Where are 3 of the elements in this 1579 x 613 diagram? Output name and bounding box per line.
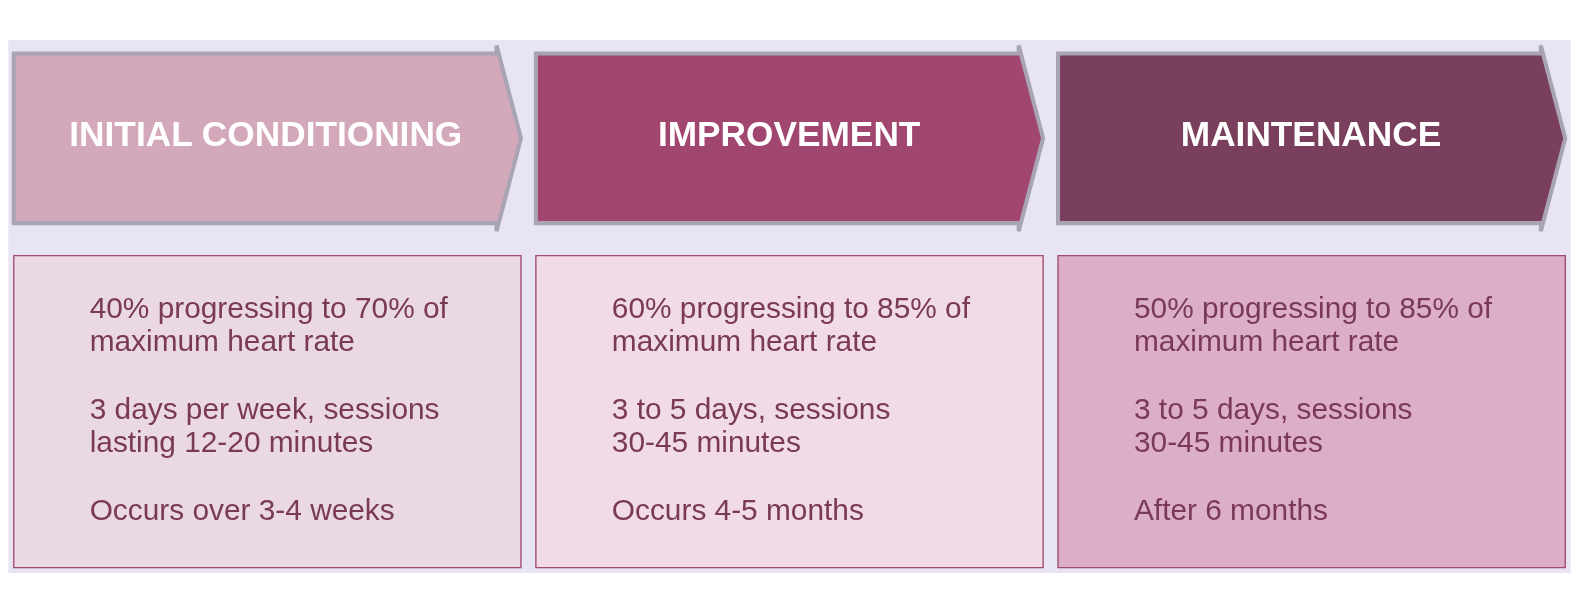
node-box: 40% progressing to 70% of maximum heart rate 3 days per week, sessions lasting 12-20 minutes Occurs over 3-4 weeks xyxy=(13,254,522,569)
node-box: 60% progressing to 85% of maximum heart rate 3 to 5 days, sessions 30-45 minutes Occurs 4-5 months xyxy=(535,254,1044,569)
node-box: 50% progressing to 85% of maximum heart rate 3 to 5 days, sessions 30-45 minutes After 6 months xyxy=(1057,254,1566,569)
